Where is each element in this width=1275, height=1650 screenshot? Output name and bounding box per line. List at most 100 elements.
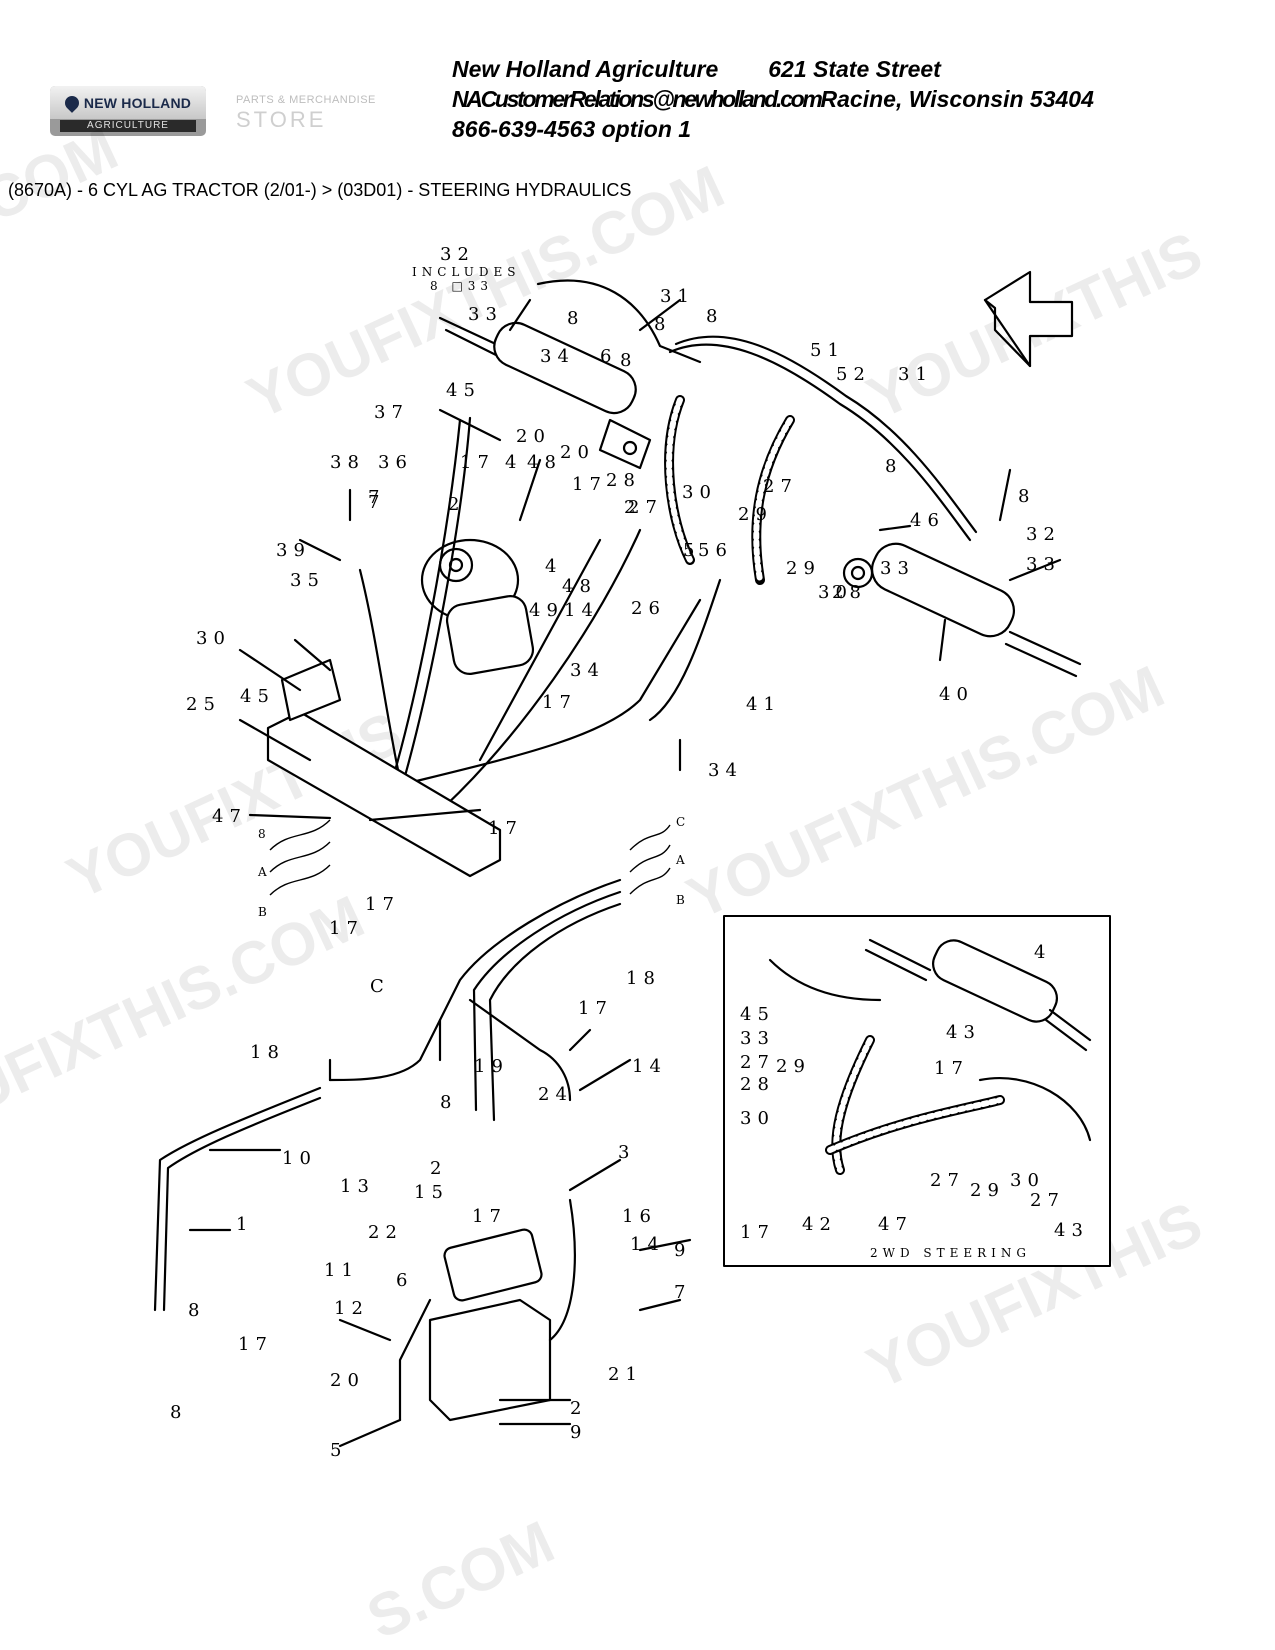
callout: 32 <box>440 244 475 265</box>
callout: 45 <box>740 1004 775 1025</box>
callout: 39 <box>276 540 311 561</box>
callout-letter: A <box>675 853 690 867</box>
callout: 9 <box>674 1240 691 1261</box>
callout: 33 <box>740 1028 775 1049</box>
callout: 8 <box>885 456 902 477</box>
breadcrumb: (8670A) - 6 CYL AG TRACTOR (2/01-) > (03… <box>8 180 632 200</box>
callout: 20 <box>330 1370 365 1391</box>
callout: 35 <box>290 570 325 591</box>
callout: 25 <box>186 694 221 715</box>
callout: 17 <box>238 1334 273 1355</box>
logo-brand-text: NEW HOLLAND <box>83 94 192 111</box>
callout: 8 <box>188 1300 205 1321</box>
callout: 29 <box>738 504 773 525</box>
callout: 2 <box>430 1158 447 1179</box>
callout: 1 <box>236 1214 253 1235</box>
callout: 47 <box>878 1214 913 1235</box>
callout: 20 <box>516 426 551 447</box>
callout: 40 <box>939 684 974 705</box>
callout: 13 <box>340 1176 375 1197</box>
callout: 17 <box>472 1206 507 1227</box>
callout: 6 <box>600 346 617 367</box>
callout: 34 <box>708 760 743 781</box>
callout: 29 <box>970 1180 1005 1201</box>
callout: 41 <box>746 694 781 715</box>
callout: 27 <box>763 476 798 497</box>
callout: 14 <box>632 1056 667 1077</box>
callout: 18 <box>250 1042 285 1063</box>
callout: 17 <box>329 918 364 939</box>
callout-letter: B <box>676 893 690 907</box>
callout: 33 <box>468 304 503 325</box>
callout: 43 <box>946 1022 981 1043</box>
callout: 16 <box>622 1206 657 1227</box>
callout: 51 <box>810 340 845 361</box>
callout: 30 <box>740 1108 775 1129</box>
callout: 49 <box>529 600 564 621</box>
callout-letter: C <box>676 815 690 829</box>
callout: 4 <box>505 452 522 473</box>
callout: 33 <box>1026 554 1061 575</box>
callout: 46 <box>910 510 945 531</box>
callout: 38 <box>330 452 365 473</box>
direction-arrow-side <box>983 298 1032 368</box>
store-line1: PARTS & MERCHANDISE <box>236 94 376 106</box>
callout: C <box>370 976 390 997</box>
callout: 52 <box>836 364 871 385</box>
callout: 47 <box>212 806 247 827</box>
callout: 2 <box>570 1398 587 1419</box>
callout: 45 <box>446 380 481 401</box>
callout: 31 <box>898 364 933 385</box>
callout: 42 <box>802 1214 837 1235</box>
callout: 17 <box>572 474 607 495</box>
watermark: S.COM <box>357 1508 564 1650</box>
callout: 17 <box>934 1058 969 1079</box>
callout: 2 <box>448 494 465 515</box>
street-address: 621 State Street <box>768 56 941 82</box>
company-name: New Holland Agriculture <box>452 56 719 82</box>
callout: 31 <box>660 286 695 307</box>
callout: 30 <box>682 482 717 503</box>
callout: 24 <box>538 1084 573 1105</box>
callout: 48 <box>562 576 597 597</box>
callout: 8 <box>170 1402 187 1423</box>
callout: 10 <box>282 1148 317 1169</box>
callout: 7 <box>368 492 385 513</box>
callout: 30 <box>196 628 231 649</box>
callout: 29 <box>776 1056 811 1077</box>
callout: 17 <box>740 1222 775 1243</box>
callout: 36 <box>378 452 413 473</box>
callout: 27 <box>930 1170 965 1191</box>
callout: 8 <box>654 314 671 335</box>
callout-letter: A <box>257 865 272 879</box>
direction-arrow-icon <box>983 270 1074 368</box>
callout: 8 <box>620 350 637 371</box>
callout: 29 <box>786 558 821 579</box>
store-logo: PARTS & MERCHANDISE STORE <box>236 94 376 133</box>
callout: 28 <box>606 470 641 491</box>
callout: 17 <box>578 998 613 1019</box>
callout: 12 <box>334 1298 369 1319</box>
callout: 14 <box>564 600 599 621</box>
includes-note-line1: INCLUDES <box>412 265 520 279</box>
abc-leaders <box>269 819 671 896</box>
callout-letter: 8 <box>258 827 271 841</box>
callout: 26 <box>631 598 666 619</box>
callout: 19 <box>474 1056 509 1077</box>
callout: 17 <box>365 894 400 915</box>
callout: 8 <box>440 1092 457 1113</box>
callout: 33 <box>880 558 915 579</box>
callout: 28 <box>740 1074 775 1095</box>
callout: 43 <box>1054 1220 1089 1241</box>
callout: 56 <box>698 540 733 561</box>
callout: 8 <box>706 306 723 327</box>
callout: 28 <box>832 582 867 603</box>
callout: 30 <box>1010 1170 1045 1191</box>
callout: 45 <box>240 686 275 707</box>
callout: 6 <box>396 1270 413 1291</box>
callout: 4 <box>1034 942 1051 963</box>
watermark: .COM <box>0 115 127 242</box>
callout: 8 <box>1018 486 1035 507</box>
callout: 32 <box>1026 524 1061 545</box>
